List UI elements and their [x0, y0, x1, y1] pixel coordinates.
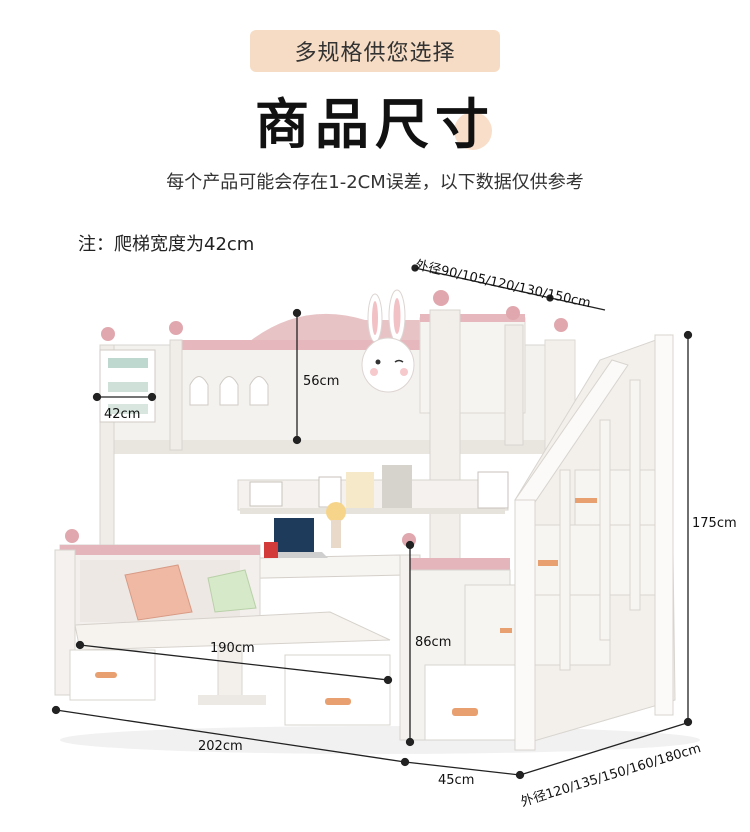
- dim-total-length: 202cm: [198, 739, 243, 754]
- ladder-note: 注：爬梯宽度为42cm: [78, 234, 255, 255]
- dim-rail-height: 56cm: [303, 374, 340, 389]
- spec-tag: 多规格供您选择: [250, 30, 500, 72]
- lower-bunk: [54, 529, 516, 741]
- dim-total-height: 175cm: [692, 516, 737, 531]
- staircase: [464, 334, 676, 751]
- spec-tag-label: 多规格供您选择: [294, 41, 456, 66]
- bunny-decoration: [361, 289, 415, 393]
- page-subtitle: 每个产品可能会存在1-2CM误差，以下数据仅供参考: [166, 172, 584, 193]
- side-bookshelf: [99, 349, 156, 423]
- dimension-lines: [51, 264, 693, 780]
- dim-lower-height: 86cm: [415, 635, 452, 650]
- dim-bookshelf-width: 42cm: [104, 407, 141, 422]
- dim-seat-length: 190cm: [210, 641, 255, 656]
- page-title: 商品尺寸: [255, 93, 495, 156]
- title-decoration: [454, 112, 492, 150]
- dim-depth: 45cm: [438, 773, 475, 788]
